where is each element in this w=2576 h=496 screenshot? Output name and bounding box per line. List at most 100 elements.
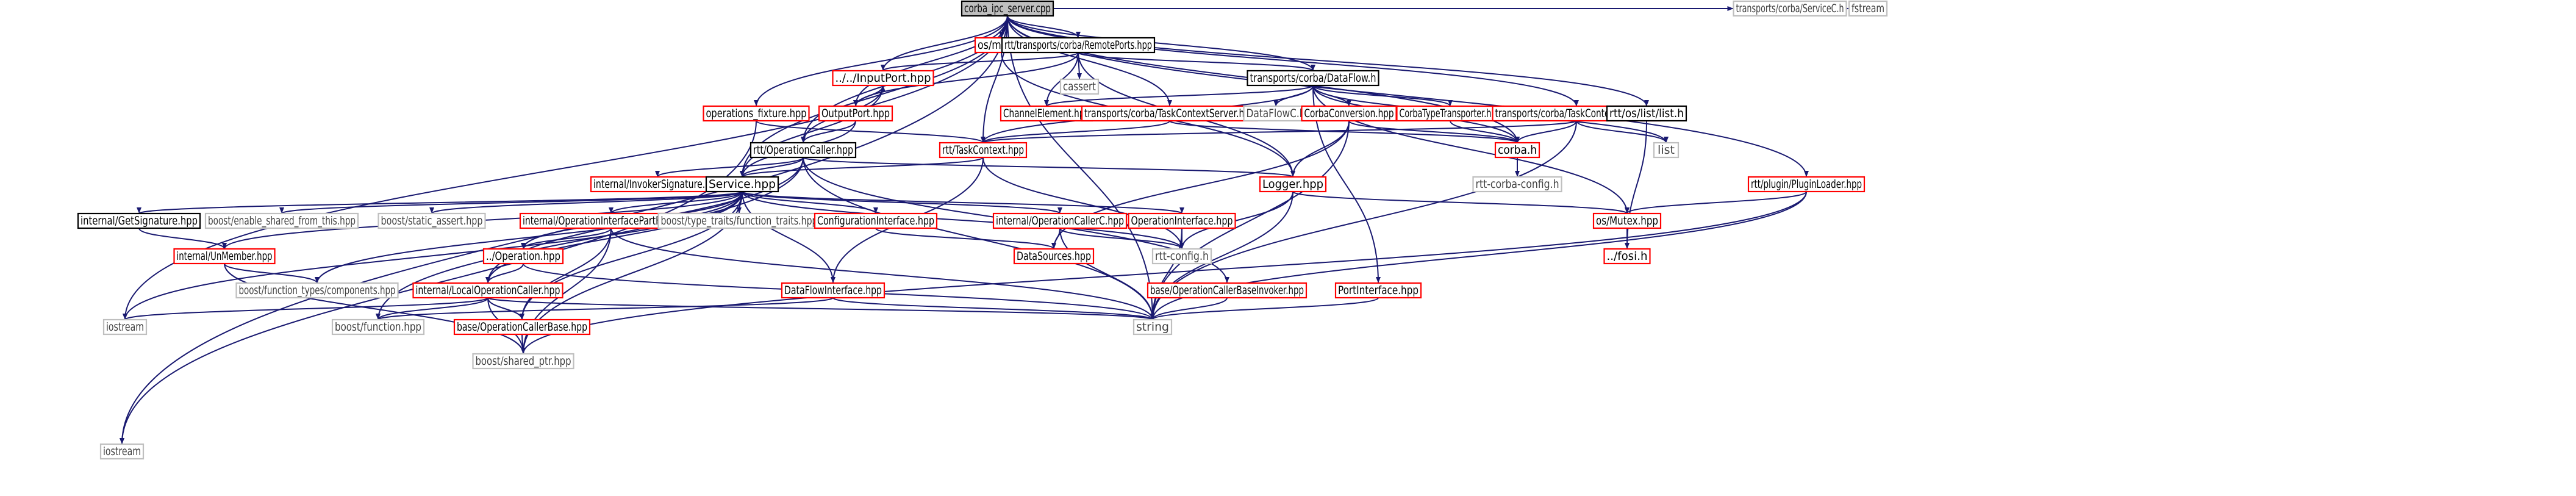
file-node[interactable]: ChannelElement.hpp	[1000, 105, 1093, 122]
file-node-label: boost/shared_ptr.hpp	[476, 354, 571, 368]
file-node[interactable]: internal/InvokerSignature.hpp	[590, 176, 725, 193]
file-node: rtt-corba-config.h	[1472, 176, 1562, 193]
file-node-label: internal/GetSignature.hpp	[80, 214, 198, 228]
dependency-edge	[982, 15, 1008, 143]
file-node: boost/function.hpp	[331, 318, 425, 336]
file-node[interactable]: DataSources.hpp	[1013, 248, 1095, 265]
edge-arrowhead	[429, 207, 434, 214]
edge-arrowhead	[740, 171, 745, 177]
file-node-label: OperationInterface.hpp	[1131, 214, 1233, 228]
dependency-edge	[1152, 228, 1182, 320]
file-node-box	[412, 282, 564, 299]
edge-arrowhead	[881, 85, 886, 92]
file-node[interactable]: internal/UnMember.hpp	[173, 248, 276, 265]
file-node: iostream	[99, 443, 145, 460]
dependency-edge	[1292, 120, 1350, 178]
file-node-label: base/OperationCallerBase.hpp	[457, 320, 587, 334]
dependency-edge	[431, 191, 743, 214]
file-node-label: internal/OperationCallerC.hpp	[996, 214, 1124, 228]
dependency-edge	[742, 191, 1182, 214]
file-node-label: CorbaTypeTransporter.hpp	[1400, 107, 1501, 120]
file-node-label: transports/corba/DataFlow.h	[1250, 71, 1376, 85]
dependency-edge	[1181, 191, 1293, 250]
file-node[interactable]: CorbaConversion.hpp	[1301, 105, 1397, 122]
file-node-box	[992, 212, 1128, 229]
file-node[interactable]: base/OperationCallerBase.hpp	[453, 318, 591, 336]
dependency-edge	[742, 191, 834, 284]
file-node[interactable]: corba.h	[1494, 142, 1540, 159]
file-node[interactable]: OperationInterface.hpp	[1128, 212, 1236, 229]
file-node-label: internal/UnMember.hpp	[177, 250, 273, 263]
file-node-box	[590, 176, 725, 193]
file-node[interactable]: PortInterface.hpp	[1334, 282, 1422, 299]
dependency-edge	[855, 15, 1008, 107]
dependency-edge	[1152, 120, 1577, 320]
edge-arrowhead	[120, 438, 124, 444]
file-node-box	[1081, 105, 1259, 122]
dependency-edge	[1059, 228, 1182, 250]
file-node-box	[961, 0, 1054, 17]
file-node[interactable]: OutputPort.hpp	[818, 105, 893, 122]
file-node[interactable]: internal/OperationCallerC.hpp	[992, 212, 1128, 229]
file-node[interactable]: rtt/OperationCaller.hpp	[750, 142, 857, 159]
file-node-label: rtt/plugin/PluginLoader.hpp	[1751, 178, 1862, 191]
dependency-edge	[742, 157, 804, 178]
dependency-edge	[1626, 120, 1647, 250]
file-node[interactable]: ../fosi.h	[1603, 248, 1651, 265]
file-node[interactable]: transports/corba/DataFlow.h	[1247, 70, 1379, 87]
file-node[interactable]: CorbaTypeTransporter.hpp	[1396, 105, 1504, 122]
file-node[interactable]: ../Operation.hpp	[482, 248, 564, 265]
file-node-box	[657, 212, 821, 229]
edge-arrowhead	[520, 314, 524, 320]
file-node: rtt-config.h	[1151, 248, 1212, 265]
file-node-label: DataSources.hpp	[1017, 250, 1091, 263]
edge-arrowhead	[1804, 171, 1809, 177]
file-node-label: DataFlowInterface.hpp	[784, 284, 882, 297]
file-node-box	[1603, 248, 1651, 265]
file-node-label: rtt/TaskContext.hpp	[942, 143, 1024, 157]
file-node[interactable]: internal/GetSignature.hpp	[77, 212, 201, 229]
file-node[interactable]: DataFlowInterface.hpp	[781, 282, 886, 299]
file-node-label: boost/type_traits/function_traits.hpp	[661, 214, 818, 228]
file-node[interactable]: Service.hpp	[705, 176, 779, 193]
file-node[interactable]: ConfigurationInterface.hpp	[814, 212, 938, 229]
file-node[interactable]: corba_ipc_server.cpp	[961, 0, 1054, 17]
dependency-edge	[281, 191, 743, 214]
edge-arrowhead	[1625, 243, 1630, 249]
dependency-edge	[1078, 52, 1314, 71]
file-node-label: boost/function.hpp	[335, 320, 421, 334]
file-node[interactable]: Logger.hpp	[1259, 176, 1327, 193]
edge-arrowhead	[1273, 100, 1278, 106]
edge-arrowhead	[123, 314, 127, 320]
file-node[interactable]: rtt/TaskContext.hpp	[939, 142, 1028, 159]
file-node[interactable]: base/OperationCallerBaseInvoker.hpp	[1147, 282, 1308, 299]
dependency-edge	[377, 297, 834, 320]
file-node[interactable]: rtt/transports/corba/RemotePorts.hpp	[1001, 37, 1156, 54]
file-node[interactable]: operations_fixture.hpp	[703, 105, 810, 122]
file-node-label: boost/function_types/components.hpp	[239, 284, 396, 297]
file-node-label: rtt-config.h	[1155, 250, 1209, 263]
edge-arrowhead	[376, 314, 381, 320]
file-node-box	[1000, 105, 1093, 122]
file-node: boost/static_assert.hpp	[377, 212, 486, 229]
file-node[interactable]: os/Mutex.hpp	[1592, 212, 1662, 229]
file-node-label: PortInterface.hpp	[1338, 284, 1419, 297]
file-node-label: boost/enable_shared_from_this.hpp	[208, 214, 356, 228]
edge-arrowhead	[279, 207, 284, 214]
dependency-edge	[1152, 297, 1379, 320]
file-node-box	[1128, 212, 1236, 229]
file-node[interactable]: ../../InputPort.hpp	[832, 70, 934, 87]
file-node[interactable]: transports/corba/TaskContextServer.hpp	[1081, 105, 1259, 122]
dependency-edge	[610, 228, 1153, 320]
edge-arrowhead	[609, 207, 614, 214]
file-node-label: ConfigurationInterface.hpp	[817, 214, 934, 228]
file-node[interactable]: rtt/os/list/list.h	[1606, 105, 1687, 122]
file-node[interactable]: internal/LocalOperationCaller.hpp	[412, 282, 564, 299]
edge-arrowhead	[1051, 243, 1056, 249]
file-node-box	[377, 212, 486, 229]
file-node[interactable]: rtt/plugin/PluginLoader.hpp	[1747, 176, 1866, 193]
file-node: list	[1653, 142, 1680, 159]
file-node: DataFlowC.h	[1243, 105, 1309, 122]
edge-arrowhead	[1077, 73, 1082, 79]
file-node-box	[1653, 142, 1680, 159]
